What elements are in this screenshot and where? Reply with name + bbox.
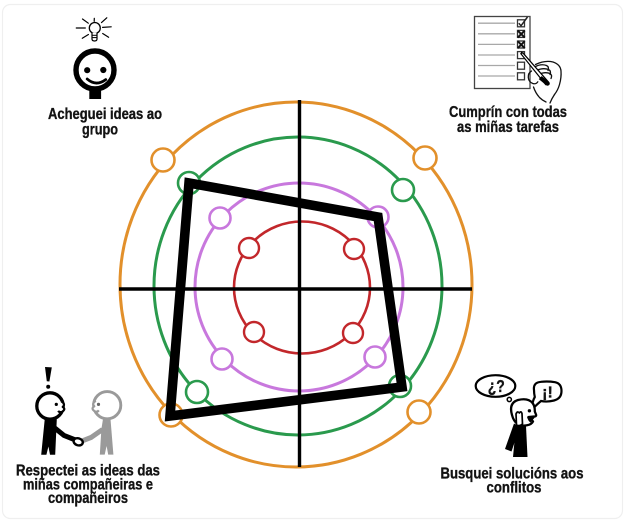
svg-text:Respectei as ideas das: Respectei as ideas das [16, 463, 160, 480]
svg-text:compañeiros: compañeiros [48, 490, 128, 507]
svg-text:Acheguei ideas ao: Acheguei ideas ao [48, 106, 162, 123]
svg-text:¿?: ¿? [488, 376, 505, 396]
svg-text:Busquei solucións aos: Busquei solucións aos [441, 466, 584, 483]
svg-text:conflitos: conflitos [487, 480, 542, 497]
svg-text:¡!: ¡! [542, 385, 553, 402]
svg-text:miñas compañeiras e: miñas compañeiras e [23, 477, 153, 494]
svg-text:as miñas tarefas: as miñas tarefas [457, 119, 559, 136]
svg-text:Cumprín con todas: Cumprín con todas [449, 104, 567, 121]
svg-text:grupo: grupo [82, 122, 118, 139]
